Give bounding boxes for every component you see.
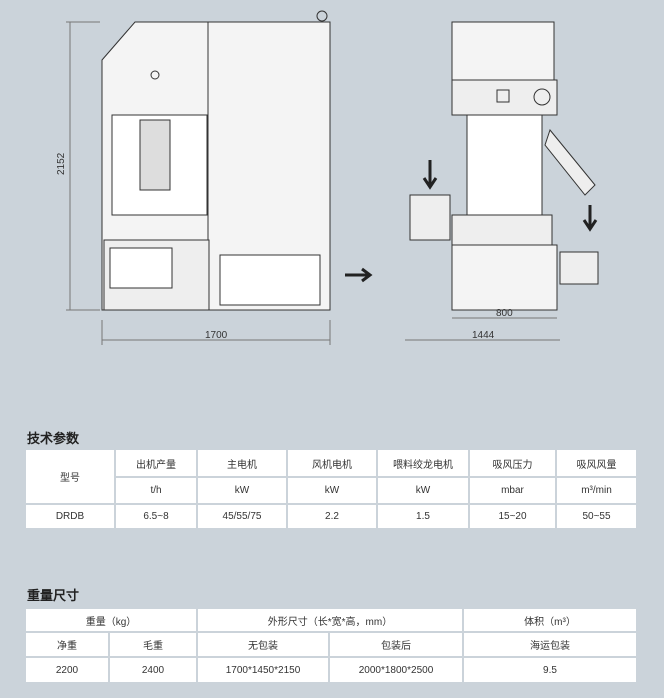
table-row: t/h kW kW kW mbar m³/min (25, 476, 638, 505)
unit-cell: kW (286, 476, 378, 505)
header-cell: 吸风风量 (555, 448, 638, 478)
table-row: 2200 2400 1700*1450*2150 2000*1800*2500 … (24, 656, 638, 684)
dim-height: 2152 (56, 152, 67, 175)
dim-side-width: 1700 (205, 330, 228, 341)
cell: 6.5~8 (114, 503, 198, 530)
table-row: 净重 毛重 无包装 包装后 海运包装 (24, 631, 638, 658)
cell: 2400 (108, 656, 198, 684)
dim-inner: 800 (496, 308, 513, 319)
header-cell: 喂料绞龙电机 (376, 448, 470, 478)
cell: 15~20 (468, 503, 557, 530)
cell: 2.2 (286, 503, 378, 530)
cell: 1700*1450*2150 (196, 656, 330, 684)
cell: DRDB (24, 503, 116, 530)
unit-cell: m³/min (555, 476, 638, 505)
header-cell: 风机电机 (286, 448, 378, 478)
table-row: 重量（kg） 外形尺寸（长*宽*高，mm） 体积（m³） (24, 607, 638, 633)
header-cell: 吸风压力 (468, 448, 557, 478)
subheader-cell: 净重 (24, 631, 110, 658)
weight-dims-title: 重量尺寸 (27, 588, 80, 603)
header-cell: 主电机 (196, 448, 288, 478)
unit-cell: t/h (114, 476, 198, 505)
group-header: 体积（m³） (462, 607, 638, 633)
group-header: 外形尺寸（长*宽*高，mm） (196, 607, 464, 633)
cell: 50~55 (555, 503, 638, 530)
subheader-cell: 海运包装 (462, 631, 638, 658)
table-row: DRDB 6.5~8 45/55/75 2.2 1.5 15~20 50~55 (24, 503, 638, 530)
group-header: 重量（kg） (24, 607, 198, 633)
unit-cell: mbar (468, 476, 557, 505)
weight-dims-table: 重量（kg） 外形尺寸（长*宽*高，mm） 体积（m³） 净重 毛重 无包装 包… (24, 607, 638, 684)
cell: 9.5 (462, 656, 638, 684)
subheader-cell: 包装后 (328, 631, 464, 658)
cell: 1.5 (376, 503, 470, 530)
cell: 2000*1800*2500 (328, 656, 464, 684)
machine-drawing: 2152 1700 800 1444 (56, 10, 599, 345)
subheader-cell: 无包装 (196, 631, 330, 658)
arrow-icon (345, 267, 373, 283)
cell: 45/55/75 (196, 503, 288, 530)
tech-params-table: 型号 出机产量 主电机 风机电机 喂料绞龙电机 吸风压力 吸风风量 t/h kW… (24, 448, 638, 530)
front-view: 800 1444 (405, 21, 599, 341)
header-cell: 型号 (24, 448, 116, 505)
subheader-cell: 毛重 (108, 631, 198, 658)
header-cell: 出机产量 (114, 448, 198, 478)
unit-cell: kW (376, 476, 470, 505)
unit-cell: kW (196, 476, 288, 505)
cell: 2200 (24, 656, 110, 684)
table-row: 型号 出机产量 主电机 风机电机 喂料绞龙电机 吸风压力 吸风风量 (24, 448, 638, 505)
tech-params-title: 技术参数 (27, 431, 80, 446)
dim-front-width: 1444 (472, 330, 495, 341)
side-view: 2152 1700 (56, 10, 331, 345)
